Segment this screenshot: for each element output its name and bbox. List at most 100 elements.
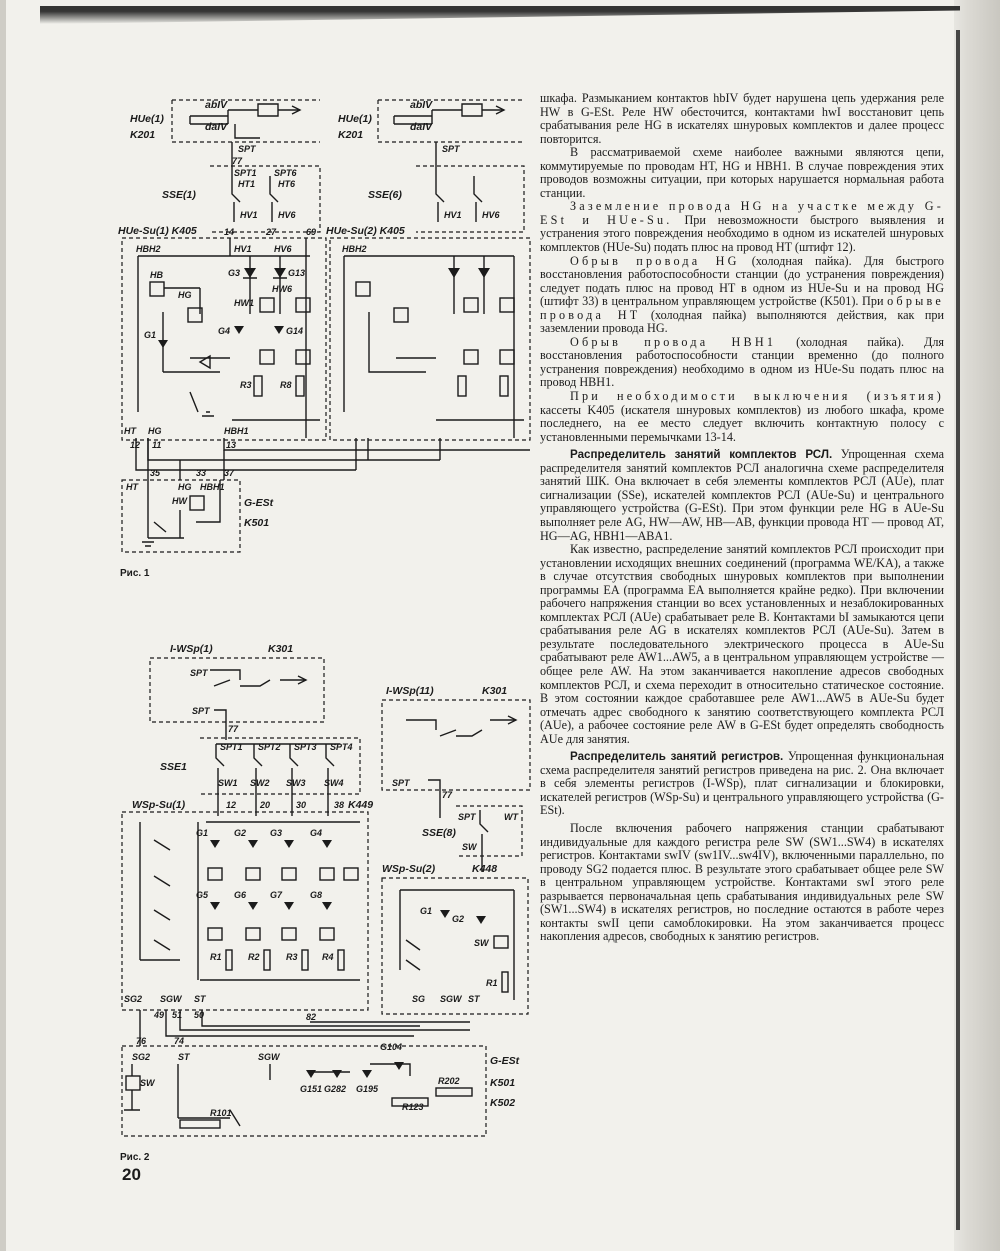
svg-text:11: 11: [152, 440, 161, 450]
svg-text:G8: G8: [310, 890, 322, 900]
article-text-column: шкафа. Размыканием контактов hbIV будет …: [540, 91, 945, 944]
svg-text:G3: G3: [228, 268, 240, 278]
svg-text:I-WSp(11): I-WSp(11): [386, 685, 434, 697]
svg-text:HG: HG: [178, 482, 192, 492]
svg-text:HV6: HV6: [274, 244, 293, 254]
svg-text:R123: R123: [402, 1102, 424, 1112]
svg-text:R1: R1: [486, 978, 498, 988]
svg-text:20: 20: [259, 800, 270, 810]
svg-text:G151: G151: [300, 1084, 322, 1094]
svg-text:38: 38: [334, 800, 344, 810]
svg-text:27: 27: [265, 227, 277, 237]
svg-text:51: 51: [172, 1010, 182, 1020]
svg-text:SG: SG: [412, 994, 425, 1004]
svg-text:12: 12: [226, 800, 236, 810]
svg-text:SGW: SGW: [258, 1052, 281, 1062]
svg-text:G195: G195: [356, 1084, 379, 1094]
svg-text:69: 69: [306, 227, 316, 237]
figure-1-caption: Рис. 1: [120, 568, 150, 579]
paragraph-10: После включения рабочего напряжения стан…: [540, 820, 944, 944]
svg-text:SW1: SW1: [218, 778, 238, 788]
svg-text:SG2: SG2: [132, 1052, 150, 1062]
svg-text:HV6: HV6: [278, 210, 297, 220]
svg-text:daIV: daIV: [410, 121, 433, 133]
svg-text:ST: ST: [194, 994, 207, 1004]
paragraph-7: Распределитель занятий комплектов РСЛ. У…: [540, 447, 944, 543]
svg-text:SW3: SW3: [286, 778, 306, 788]
svg-text:G6: G6: [234, 890, 247, 900]
svg-text:SPT: SPT: [190, 668, 209, 678]
paragraph-9: Распределитель занятий регистров. Упроще…: [540, 749, 945, 818]
svg-text:SW4: SW4: [324, 778, 344, 788]
svg-text:SGW: SGW: [440, 994, 463, 1004]
svg-text:SW: SW: [140, 1078, 156, 1088]
svg-text:G-ESt: G-ESt: [490, 1055, 520, 1067]
svg-text:HT: HT: [126, 482, 139, 492]
svg-text:33: 33: [196, 468, 206, 478]
svg-text:SPT: SPT: [458, 812, 477, 822]
svg-text:HUe-Su(2) K405: HUe-Su(2) K405: [326, 225, 405, 237]
svg-text:ST: ST: [178, 1052, 191, 1062]
svg-text:13: 13: [226, 440, 236, 450]
svg-text:abIV: abIV: [410, 99, 433, 111]
scan-right-edge: [954, 0, 1000, 1251]
svg-text:R4: R4: [322, 952, 334, 962]
svg-text:R3: R3: [286, 952, 298, 962]
svg-text:HW6: HW6: [272, 284, 293, 294]
svg-text:SW: SW: [462, 842, 478, 852]
svg-text:G2: G2: [234, 828, 246, 838]
svg-text:G1: G1: [196, 828, 208, 838]
svg-text:30: 30: [296, 800, 306, 810]
svg-text:K449: K449: [348, 799, 373, 811]
svg-text:G2: G2: [452, 914, 464, 924]
figure-2-schematic: I-WSp(1) K301 SPT SPT 77 SSE1 SPT1 SPT2 …: [110, 640, 535, 1140]
svg-text:K301: K301: [482, 685, 507, 697]
paragraph-4: Обрыв провода HG (холодная пайка). Для б…: [540, 253, 945, 336]
svg-text:HT1: HT1: [238, 179, 255, 189]
svg-text:SPT: SPT: [238, 144, 257, 154]
svg-text:SSE1: SSE1: [160, 761, 187, 773]
svg-text:daIV: daIV: [205, 121, 228, 133]
svg-text:WSp-Su(2): WSp-Su(2): [382, 863, 436, 875]
svg-text:74: 74: [174, 1036, 184, 1046]
svg-text:77: 77: [442, 790, 453, 800]
svg-text:SPT2: SPT2: [258, 742, 281, 752]
svg-text:HV1: HV1: [234, 244, 252, 254]
svg-text:HV6: HV6: [482, 210, 501, 220]
svg-text:SPT6: SPT6: [274, 168, 298, 178]
svg-text:G1: G1: [420, 906, 432, 916]
paragraph-2: В рассматриваемой схеме наиболее важными…: [540, 145, 944, 200]
svg-text:37: 37: [224, 468, 235, 478]
figure-2-caption: Рис. 2: [120, 1152, 150, 1163]
svg-text:R2: R2: [248, 952, 260, 962]
fig1-k501-label: K501: [244, 517, 269, 529]
svg-text:SW2: SW2: [250, 778, 270, 788]
fig1-k201-left-label: K201: [130, 129, 155, 141]
svg-text:12: 12: [130, 440, 140, 450]
svg-text:K301: K301: [268, 643, 293, 655]
svg-text:WSp-Su(1): WSp-Su(1): [132, 799, 186, 811]
svg-text:SSE(8): SSE(8): [422, 827, 456, 839]
svg-text:HBH1: HBH1: [200, 482, 225, 492]
svg-text:G14: G14: [286, 326, 303, 336]
svg-text:HV1: HV1: [444, 210, 462, 220]
svg-text:abIV: abIV: [205, 99, 228, 111]
svg-text:SSE(6): SSE(6): [368, 189, 402, 201]
svg-text:R202: R202: [438, 1076, 460, 1086]
fig1-huesu-left-label: HUe-Su(1) K405: [118, 225, 197, 237]
svg-text:G7: G7: [270, 890, 283, 900]
svg-text:HV1: HV1: [240, 210, 258, 220]
svg-text:G1: G1: [144, 330, 156, 340]
svg-text:K448: K448: [472, 863, 497, 875]
figure-1-schematic: HUe(1) K201 abIV daIV SPT 77 SSE(1) SPT1…: [110, 82, 535, 562]
svg-text:77: 77: [232, 156, 243, 166]
paragraph-6: При необходимости выключения (изъятия) к…: [540, 389, 944, 444]
svg-text:G5: G5: [196, 890, 209, 900]
svg-text:HG: HG: [178, 290, 192, 300]
paragraph-3: Заземление провода HG на участке между G…: [540, 199, 944, 255]
svg-text:SPT: SPT: [392, 778, 411, 788]
svg-text:SW: SW: [474, 938, 490, 948]
svg-text:R3: R3: [240, 380, 252, 390]
page-number: 20: [122, 1165, 141, 1184]
svg-text:SSE(1): SSE(1): [162, 189, 196, 201]
